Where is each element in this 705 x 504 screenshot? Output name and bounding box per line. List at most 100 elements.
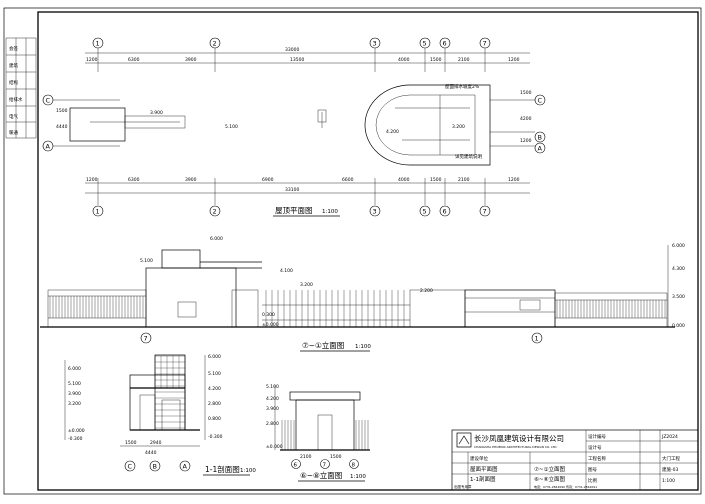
dim: 6600 (342, 177, 354, 183)
level: 2.200 (420, 288, 433, 294)
axis-label: 3 (373, 40, 377, 48)
axis-label: 6 (443, 40, 447, 48)
tb-label: 图号 (588, 467, 597, 473)
side-elevation: 5.100 4.200 3.900 2.800 ±0.000 2100 1500… (266, 384, 370, 482)
level: 5.100 (208, 371, 221, 377)
dim: 3900 (185, 177, 197, 183)
dim: 4000 (398, 57, 410, 63)
dim: 2100 (458, 177, 470, 183)
level: -0.300 (68, 436, 83, 442)
level: 3.200 (452, 124, 465, 130)
level: 2.800 (266, 421, 279, 427)
level: 0.800 (208, 416, 221, 422)
dim: 3900 (185, 57, 197, 63)
note: 详见建筑说明 (455, 153, 482, 160)
elev2-title: ⑥~⑧立面图 (300, 470, 342, 480)
elev-main-building (464, 289, 556, 328)
dim: 1500 (330, 454, 342, 460)
axis-label: 7 (483, 40, 487, 48)
dim: 2100 (458, 57, 470, 63)
drawing-frame (37, 11, 699, 491)
axis-label: B (153, 463, 157, 471)
level: ±0.000 (266, 444, 283, 450)
tb-label: 设计编号 (588, 433, 606, 440)
axis-label: C (128, 463, 133, 471)
dim: 1200 (508, 57, 520, 63)
axis-label: 8 (352, 463, 356, 469)
level: 5.100 (225, 124, 238, 130)
company-logo (456, 432, 472, 448)
level: ±0.000 (262, 322, 279, 328)
axis-label: C (46, 97, 51, 105)
axis-label: 1 (535, 335, 539, 343)
strip-label: 建筑 (9, 62, 18, 69)
front-elevation: 6.000 4.300 3.500 0.000 6.000 5.100 4.10… (40, 236, 685, 352)
tb-label: 工程名称 (588, 455, 606, 462)
level: 5.100 (266, 384, 279, 390)
level: 0.000 (672, 323, 685, 329)
dim: 1200 (86, 177, 98, 183)
dim: 1200 (508, 177, 520, 183)
section-1-1: 6.000 5.100 3.900 3.200 ±0.000 -0.300 6.… (64, 354, 256, 476)
dim-total: 33000 (285, 47, 299, 53)
dim-total: 33100 (285, 187, 299, 193)
level: 3.900 (68, 391, 81, 397)
axis-label: 1 (96, 208, 100, 216)
level: 6.000 (68, 366, 81, 372)
tb-drawing-name: ⑥~⑧立面图 (534, 475, 565, 483)
plan-scale: 1:100 (322, 209, 338, 215)
strip-label: 暖通 (9, 129, 18, 136)
axis-label: A (183, 463, 188, 471)
elevation-title: ⑦~①立面图 (302, 340, 344, 350)
note: 屋面排水坡度2% (445, 83, 480, 90)
level: 5.100 (140, 258, 153, 264)
level: 3.200 (68, 401, 81, 407)
axis-label: 7 (323, 463, 327, 469)
tb-value: 1:100 (662, 478, 675, 484)
axis-label: 2 (213, 40, 217, 48)
dim: 2940 (150, 440, 162, 446)
axis-label: 2 (213, 208, 217, 216)
dim: 4440 (145, 450, 157, 456)
level: 3.900 (150, 110, 163, 116)
dim: 1200 (86, 57, 98, 63)
axis-label: 6 (294, 463, 298, 469)
axis-label: 7 (483, 208, 487, 216)
dim: 1500 (56, 108, 68, 114)
plan-main-building: 4.200 3.200 屋面排水坡度2% 详见建筑说明 (364, 83, 491, 166)
level: 6.000 (210, 236, 223, 242)
strip-label: 电气 (9, 113, 18, 120)
level: 0.300 (262, 312, 275, 318)
tb-stamp: 出图专用章 (454, 484, 472, 489)
tb-drawing-name: 屋面平面图 (470, 465, 498, 473)
level: 4.200 (208, 386, 221, 392)
level: 6.000 (208, 354, 221, 360)
dim: 1200 (520, 138, 532, 144)
tb-footer: 电话：0731-2842090 传真：0731-2842091 (534, 484, 597, 489)
dim: 13500 (290, 57, 304, 63)
axis-label: 1 (96, 40, 100, 48)
strip-label: 给排水 (9, 96, 23, 103)
axis-label: 7 (144, 335, 148, 343)
axis-label: B (538, 134, 542, 142)
elevation-scale: 1:100 (355, 344, 371, 350)
level: 4.300 (672, 266, 685, 272)
plan-dims-bottom: 1200 6300 3900 6900 6600 4000 1500 2100 … (85, 177, 530, 217)
axis-label: 5 (423, 208, 427, 216)
plan-guard-house (69, 107, 126, 142)
plan-axis-top: 1 2 3 5 6 7 (92, 37, 491, 72)
axis-label: 5 (423, 40, 427, 48)
level: 3.500 (672, 294, 685, 300)
dim: 1500 (430, 57, 442, 63)
level: 6.000 (672, 243, 685, 249)
dim: 6300 (128, 177, 140, 183)
level: 4.200 (386, 129, 399, 135)
level: ±0.000 (68, 428, 85, 434)
level: 3.900 (266, 406, 279, 412)
axis-label: 6 (443, 208, 447, 216)
dim: 4000 (398, 177, 410, 183)
level: 3.200 (300, 282, 313, 288)
level: -0.300 (208, 434, 223, 440)
